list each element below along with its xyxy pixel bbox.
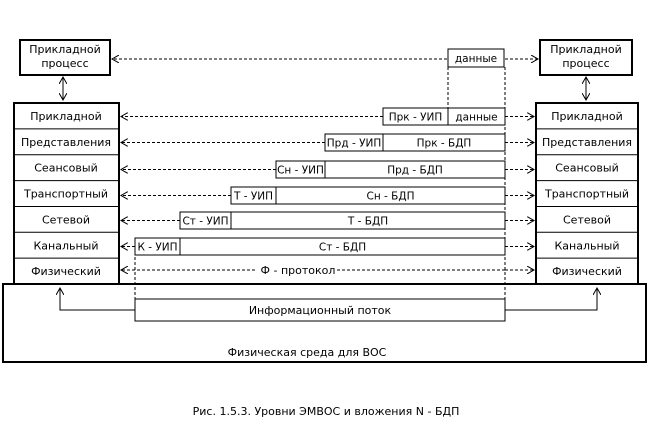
top-data-box xyxy=(447,48,505,68)
left-application-process: Прикладной процесс xyxy=(19,39,111,76)
left-layer-label: Сетевой xyxy=(42,213,90,226)
left-layer-stack: ПрикладнойПредставленияСеансовыйТранспор… xyxy=(13,102,120,285)
pdu-header-label: Т - УИП xyxy=(233,191,273,203)
left-layer-label: Представления xyxy=(21,136,111,149)
pdu-header-label: Прд - УИП xyxy=(327,138,381,150)
physical-protocol-label: Ф - протокол xyxy=(261,264,336,277)
physical-medium-label: Физическая среда для ВОС xyxy=(228,346,387,359)
pdu-body-box xyxy=(275,186,506,205)
pdu-body-label: Прд - БДП xyxy=(387,165,443,177)
right-process-line-2: процесс xyxy=(562,57,609,70)
pdu-body-label: Т - БДП xyxy=(347,216,388,228)
right-layer-label: Физический xyxy=(552,265,622,278)
pdu-header-label: Сн - УИП xyxy=(277,165,324,177)
pdu-header-label: Ст - УИП xyxy=(182,216,228,228)
pdu-body-label: данные xyxy=(455,112,497,124)
pdu-body-label: Сн - БДП xyxy=(367,191,415,203)
left-layer-label: Прикладной xyxy=(30,110,102,123)
left-process-line-1: Прикладной xyxy=(29,43,101,56)
pdu-body-box xyxy=(230,211,506,230)
left-process-line-2: процесс xyxy=(41,57,88,70)
left-layer-label: Физический xyxy=(31,265,101,278)
pdu-body-box xyxy=(447,107,506,126)
pdu-body-box xyxy=(179,237,506,256)
right-layer-label: Прикладной xyxy=(551,110,623,123)
info-flow-label: Информационный поток xyxy=(249,304,392,317)
left-layer-label: Канальный xyxy=(33,239,98,252)
top-data-label: данные xyxy=(455,53,497,65)
right-layer-label: Сетевой xyxy=(563,213,611,226)
right-layer-label: Транспортный xyxy=(544,188,629,201)
figure-caption: Рис. 1.5.3. Уровни ЭМВОС и вложения N - … xyxy=(193,405,460,418)
pdu-body-label: Ст - БДП xyxy=(319,242,366,254)
right-application-process: Прикладной процесс xyxy=(539,39,633,76)
right-process-line-1: Прикладной xyxy=(550,43,622,56)
right-layer-label: Канальный xyxy=(554,239,619,252)
left-layer-label: Сеансовый xyxy=(34,162,97,175)
pdu-header-label: К - УИП xyxy=(137,242,177,254)
info-flow-right-arrow xyxy=(505,288,597,311)
physical-medium-box xyxy=(2,283,647,363)
right-layer-label: Сеансовый xyxy=(555,162,618,175)
info-flow-left-arrow xyxy=(60,288,135,311)
pdu-header-label: Прк - УИП xyxy=(389,112,443,124)
right-layer-label: Представления xyxy=(542,136,632,149)
right-layer-stack: ПрикладнойПредставленияСеансовыйТранспор… xyxy=(535,102,639,285)
left-layer-label: Транспортный xyxy=(23,188,108,201)
pdu-body-label: Прк - БДП xyxy=(417,138,472,150)
